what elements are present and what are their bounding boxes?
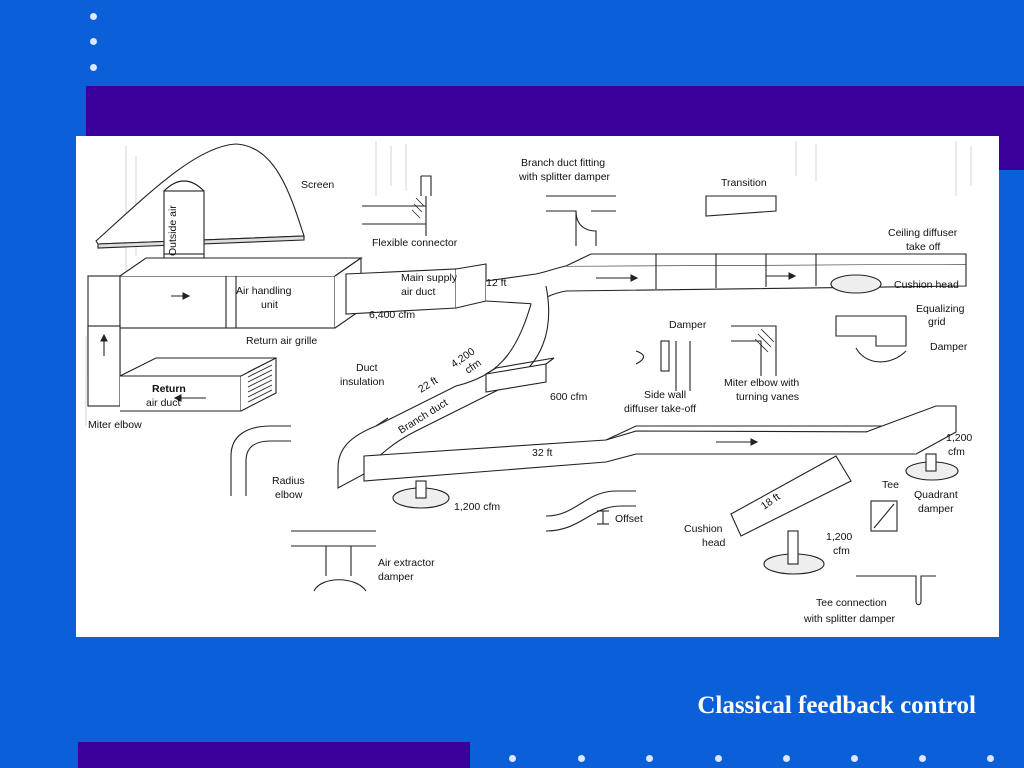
label-ceiling-diffuser-2: take off xyxy=(906,241,940,253)
label-air-extractor-2: damper xyxy=(378,571,414,583)
label-32ft: 32 ft xyxy=(532,447,553,459)
label-600cfm: 600 cfm xyxy=(550,391,588,403)
bullet-dot xyxy=(851,755,858,762)
label-miter-elbow: Miter elbow xyxy=(88,419,142,431)
transition-detail xyxy=(705,195,777,217)
label-air-handling-1: Air handling xyxy=(236,285,292,297)
side-wall-diffuser-detail xyxy=(635,340,691,391)
cushion-head-detail xyxy=(835,315,907,363)
label-radius-elbow-2: elbow xyxy=(275,489,303,501)
slide-title: Classical feedback control xyxy=(697,692,976,719)
label-main-supply-2: air duct xyxy=(401,286,436,298)
label-return-grille: Return air grille xyxy=(246,335,317,347)
label-cushion-head-1: Cushion xyxy=(684,523,723,535)
label-miter-vanes-2: turning vanes xyxy=(736,391,799,403)
label-screen: Screen xyxy=(301,179,334,191)
label-1200-low-1: 1,200 xyxy=(826,531,852,543)
label-6400cfm: 6,400 cfm xyxy=(369,309,415,321)
bullet-dot xyxy=(90,13,97,20)
label-1200-right-1: 1,200 xyxy=(946,432,972,444)
branch-fitting-detail xyxy=(546,195,616,246)
label-duct-insulation-1: Duct xyxy=(356,362,378,374)
label-equalizing-1: Equalizing xyxy=(916,303,965,315)
label-side-wall-1: Side wall xyxy=(644,389,686,401)
label-branch-fitting-1: Branch duct fitting xyxy=(521,157,605,169)
bullet-dot xyxy=(987,755,994,762)
label-side-wall-2: diffuser take-off xyxy=(624,403,696,415)
label-return-duct-2: air duct xyxy=(146,397,181,409)
label-quadrant-1: Quadrant xyxy=(914,489,958,501)
label-cushion-head-top: Cushion head xyxy=(894,279,959,291)
bullet-dot xyxy=(90,38,97,45)
bullet-dot xyxy=(919,755,926,762)
bullet-dot xyxy=(90,64,97,71)
label-outside-air: Outside air xyxy=(167,205,179,256)
outside-air-hood xyxy=(95,143,305,273)
label-miter-vanes-1: Miter elbow with xyxy=(724,377,799,389)
label-1200-mid: 1,200 cfm xyxy=(454,501,500,513)
label-1200-low-2: cfm xyxy=(833,545,850,557)
label-radius-elbow-1: Radius xyxy=(272,475,305,487)
air-extractor-detail xyxy=(291,530,376,592)
label-equalizing-2: grid xyxy=(928,316,946,328)
radius-elbow-detail xyxy=(230,425,291,496)
label-tee: Tee xyxy=(882,479,899,491)
lower-supply-duct xyxy=(363,405,959,509)
label-air-extractor-1: Air extractor xyxy=(378,557,435,569)
offset-detail xyxy=(545,490,636,532)
label-transition: Transition xyxy=(721,177,767,189)
label-quadrant-2: damper xyxy=(918,503,954,515)
bullet-dot xyxy=(578,755,585,762)
label-offset: Offset xyxy=(615,513,643,525)
label-return-duct-1: Return xyxy=(152,383,186,395)
label-branch-fitting-2: with splitter damper xyxy=(518,171,611,183)
miter-elbow-vanes-detail xyxy=(731,325,777,376)
label-tee-connection-1: Tee connection xyxy=(816,597,887,609)
air-handling-unit xyxy=(87,256,363,412)
label-cushion-head-2: head xyxy=(702,537,726,549)
hvac-duct-diagram: Screen Outside air Branch duct fitting w… xyxy=(76,136,999,637)
label-ceiling-diffuser-1: Ceiling diffuser xyxy=(888,227,958,239)
bottom-band xyxy=(78,742,470,768)
bullet-dot xyxy=(509,755,516,762)
bullet-dot xyxy=(715,755,722,762)
main-supply-duct xyxy=(345,253,967,315)
label-12ft: 12 ft xyxy=(486,277,507,289)
600-cfm-branch xyxy=(485,357,555,393)
label-tee-connection-2: with splitter damper xyxy=(803,613,896,625)
bullet-dot xyxy=(783,755,790,762)
label-air-handling-2: unit xyxy=(261,299,278,311)
tee-quadrant-detail xyxy=(856,500,936,606)
flexible-connector-detail xyxy=(362,175,432,236)
label-1200-right-2: cfm xyxy=(948,446,965,458)
label-duct-insulation-2: insulation xyxy=(340,376,385,388)
cushion-head-duct xyxy=(730,455,852,575)
label-damper-right: Damper xyxy=(930,341,968,353)
label-22ft: 22 ft xyxy=(416,374,440,395)
label-flexible-connector: Flexible connector xyxy=(372,237,458,249)
bullet-dot xyxy=(646,755,653,762)
label-damper-mid: Damper xyxy=(669,319,707,331)
label-main-supply-1: Main supply xyxy=(401,272,458,284)
